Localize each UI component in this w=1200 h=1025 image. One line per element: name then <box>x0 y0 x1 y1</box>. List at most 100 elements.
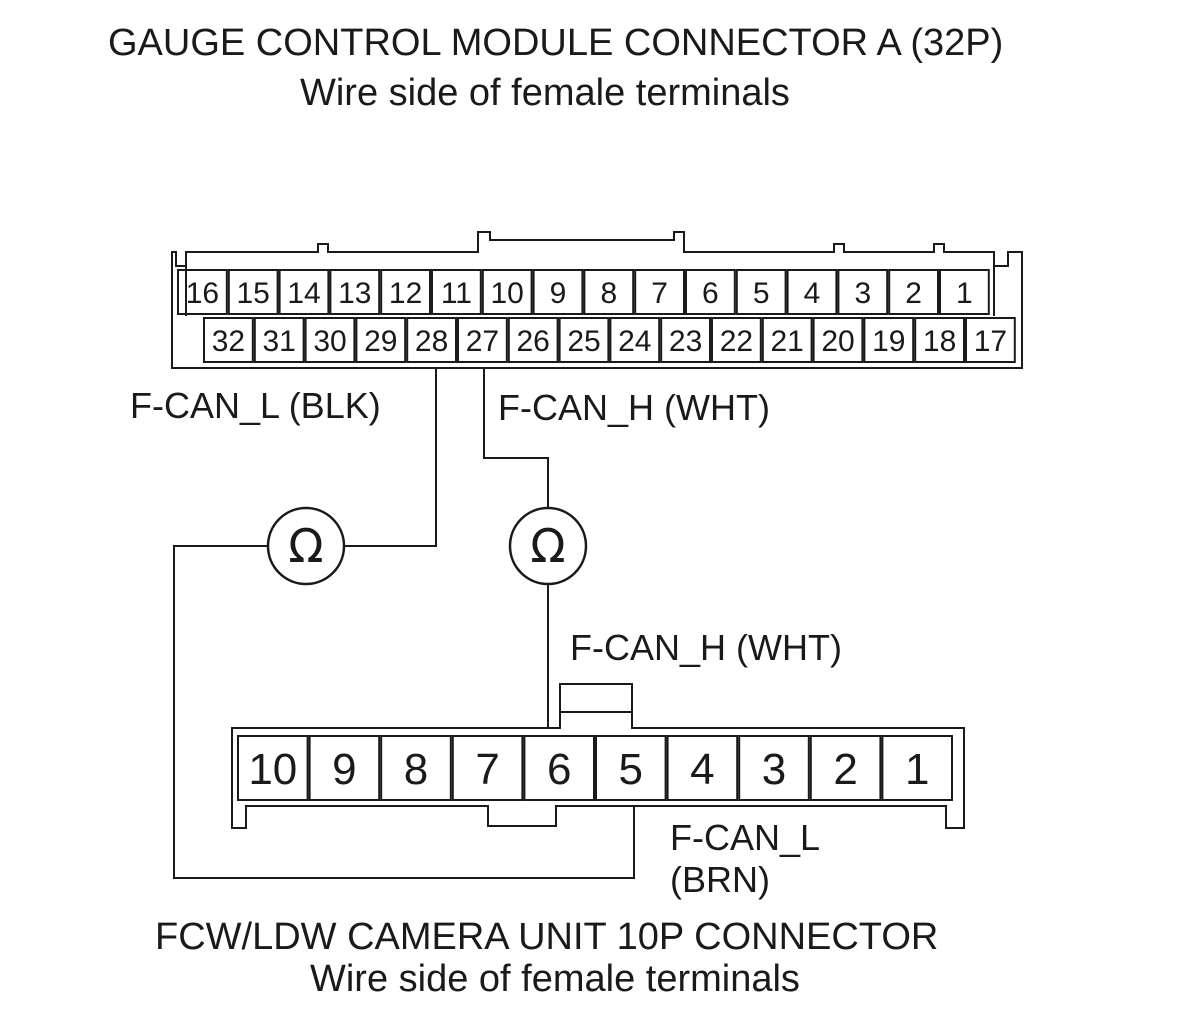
svg-text:Ω: Ω <box>288 519 323 573</box>
gauge-pin-5-cell <box>735 269 787 315</box>
gauge-pin-9: 9 <box>550 277 567 310</box>
gauge-pin-8: 8 <box>600 277 617 310</box>
camera-pin-9: 9 <box>332 745 356 794</box>
gauge-pin-22-cell <box>711 317 762 363</box>
gauge-pin-20-cell <box>812 317 864 363</box>
gauge-pin-6-cell <box>685 269 736 315</box>
gauge-pin-2: 2 <box>905 277 922 310</box>
gauge-pin-17-cell <box>965 317 1016 363</box>
gauge-pin-18: 18 <box>923 325 956 358</box>
gauge-pin-1: 1 <box>956 277 973 310</box>
gauge-pin-14: 14 <box>287 277 320 310</box>
gauge-pin-31: 31 <box>263 325 296 358</box>
gauge-pin-30: 30 <box>313 325 346 358</box>
gauge-pin-4: 4 <box>804 277 821 310</box>
gauge-connector-body <box>171 231 1023 369</box>
camera-pin-1-cell <box>881 735 954 801</box>
gauge-pin-5: 5 <box>753 277 770 310</box>
wire-can-l-loop <box>173 545 635 879</box>
gauge-pin-2-cell <box>888 269 940 315</box>
gauge-pin-13-cell <box>329 269 381 315</box>
gauge-pin-23-cell <box>660 317 712 363</box>
camera-pin-5: 5 <box>619 745 643 794</box>
gauge-pin-10: 10 <box>491 277 524 310</box>
camera-pin-6-cell <box>523 735 596 801</box>
gauge-pin-26: 26 <box>517 325 550 358</box>
gauge-pin-24-cell <box>609 317 661 363</box>
camera-connector-title: FCW/LDW CAMERA UNIT 10P CONNECTOR <box>155 916 939 958</box>
camera-can-h-label: F-CAN_H (WHT) <box>570 627 842 668</box>
gauge-pin-30-cell <box>304 317 356 363</box>
gauge-pin-29-cell <box>355 317 407 363</box>
gauge-pin-23: 23 <box>669 325 702 358</box>
gauge-pin-11: 11 <box>441 277 472 310</box>
gauge-connector-title: GAUGE CONTROL MODULE CONNECTOR A (32P) <box>108 22 1004 64</box>
camera-can-l-label-line2: (BRN) <box>670 859 770 900</box>
gauge-pin-27-cell <box>457 317 508 363</box>
gauge-pin-25-cell <box>558 317 610 363</box>
gauge-pin-12: 12 <box>389 277 422 310</box>
wire-can-l-gauge <box>344 368 437 547</box>
gauge-pin-25: 25 <box>567 325 600 358</box>
gauge-pin-29: 29 <box>364 325 397 358</box>
svg-text:Ω: Ω <box>530 519 565 573</box>
gauge-pin-17: 17 <box>974 325 1007 358</box>
gauge-pin-3-cell <box>837 269 889 315</box>
gauge-pin-27: 27 <box>466 325 499 358</box>
gauge-pin-16-cell <box>177 269 228 315</box>
gauge-pin-3: 3 <box>854 277 871 310</box>
gauge-pin-14-cell <box>278 269 330 315</box>
ohmmeter-can-l: Ω <box>266 506 346 586</box>
gauge-connector-subtitle: Wire side of female terminals <box>300 72 790 114</box>
gauge-pin-20: 20 <box>821 325 854 358</box>
wire-can-h-gauge <box>483 368 549 508</box>
camera-pin-6: 6 <box>547 745 571 794</box>
gauge-pin-31-cell <box>253 317 305 363</box>
camera-pin-8-cell <box>380 735 452 801</box>
camera-pin-10: 10 <box>248 745 297 794</box>
camera-pin-4: 4 <box>690 745 714 794</box>
gauge-pin-26-cell <box>507 317 559 363</box>
gauge-pin-6: 6 <box>702 277 719 310</box>
gauge-pin-10-cell <box>481 269 533 315</box>
gauge-pin-7-cell <box>634 269 686 315</box>
camera-pin-5-cell <box>595 735 667 801</box>
camera-pin-7-cell <box>451 735 524 801</box>
gauge-pin-15: 15 <box>237 277 270 310</box>
camera-can-l-label-line1: F-CAN_L <box>670 817 821 858</box>
gauge-can-h-label: F-CAN_H (WHT) <box>498 387 770 428</box>
camera-pin-3: 3 <box>762 745 786 794</box>
gauge-pin-32: 32 <box>212 325 245 358</box>
gauge-pin-1-cell <box>939 269 990 315</box>
gauge-pin-28-cell <box>406 317 458 363</box>
wires <box>173 368 635 879</box>
gauge-pin-28: 28 <box>415 325 448 358</box>
gauge-pin-9-cell <box>532 269 584 315</box>
camera-pin-7: 7 <box>475 745 499 794</box>
gauge-pin-16: 16 <box>186 277 219 310</box>
camera-pin-4-cell <box>666 735 739 801</box>
gauge-pin-12-cell <box>380 269 432 315</box>
gauge-pin-19: 19 <box>872 325 905 358</box>
gauge-can-l-label: F-CAN_L (BLK) <box>130 385 381 426</box>
gauge-pin-18-cell <box>914 317 966 363</box>
camera-connector-subtitle: Wire side of female terminals <box>310 958 800 1000</box>
gauge-pin-15-cell <box>227 269 279 315</box>
gauge-pin-4-cell <box>786 269 838 315</box>
gauge-pin-11-cell <box>431 269 482 315</box>
camera-pin-3-cell <box>738 735 810 801</box>
gauge-pin-21: 21 <box>771 325 804 358</box>
gauge-pin-32-cell <box>203 317 254 363</box>
camera-pin-9-cell <box>308 735 381 801</box>
gauge-pin-7: 7 <box>651 277 668 310</box>
camera-pin-8: 8 <box>404 745 428 794</box>
camera-pin-2-cell <box>809 735 882 801</box>
gauge-pin-8-cell <box>583 269 635 315</box>
camera-pin-1: 1 <box>905 745 929 794</box>
gauge-pin-24: 24 <box>618 325 651 358</box>
camera-connector-body <box>231 683 965 829</box>
camera-pin-2: 2 <box>833 745 857 794</box>
gauge-pin-21-cell <box>761 317 813 363</box>
gauge-pin-19-cell <box>863 317 915 363</box>
